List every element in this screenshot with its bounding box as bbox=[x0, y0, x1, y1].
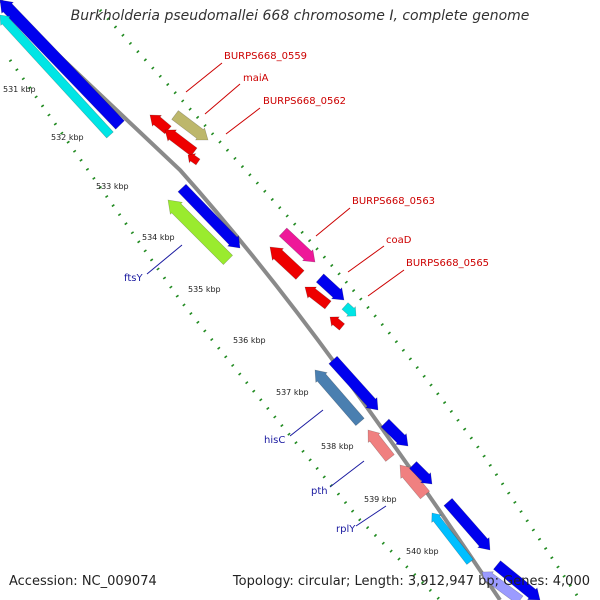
gene-arrow[interactable] bbox=[269, 246, 305, 280]
gene-label[interactable]: coaD bbox=[386, 235, 412, 246]
gene-features bbox=[0, 0, 541, 600]
gene-label[interactable]: rplY bbox=[336, 524, 356, 535]
gene-arrow[interactable] bbox=[329, 316, 346, 331]
label-leader-line bbox=[367, 269, 405, 297]
kbp-tick-label: 531 kbp bbox=[3, 85, 36, 94]
gene-label[interactable]: hisC bbox=[264, 435, 285, 446]
kbp-tick-label: 540 kbp bbox=[406, 547, 439, 556]
tick-dot-tracks bbox=[8, 8, 582, 600]
label-leader-line bbox=[185, 62, 223, 93]
gene-arrow[interactable] bbox=[0, 0, 125, 130]
kbp-tick-label: 539 kbp bbox=[364, 495, 397, 504]
kbp-tick-label: 536 kbp bbox=[233, 336, 266, 345]
gene-arrow[interactable] bbox=[443, 497, 491, 551]
gene-arrow[interactable] bbox=[187, 153, 201, 166]
gene-label[interactable]: BURPS668_0562 bbox=[263, 96, 346, 107]
gene-arrow[interactable] bbox=[341, 302, 357, 317]
accession-text: Accession: NC_009074 bbox=[9, 574, 157, 589]
gene-arrow[interactable] bbox=[315, 273, 345, 301]
kbp-tick-labels: 531 kbp 532 kbp 533 kbp 534 kbp 535 kbp 536 k… bbox=[3, 85, 439, 556]
gene-label[interactable]: pth bbox=[311, 486, 328, 497]
gene-label[interactable]: BURPS668_0565 bbox=[406, 258, 489, 269]
kbp-tick-label: 538 kbp bbox=[321, 442, 354, 451]
gene-arrow[interactable] bbox=[367, 429, 395, 462]
topology-text: Topology: circular; Length: 3,912,947 bp… bbox=[232, 574, 590, 589]
gene-labels: BURPS668_0559 maiA BURPS668_0562BURPS668_0… bbox=[124, 51, 489, 535]
label-leader-line bbox=[315, 207, 351, 237]
gene-label[interactable]: ftsY bbox=[124, 273, 143, 284]
gene-arrow[interactable] bbox=[380, 418, 409, 447]
label-leader-line bbox=[289, 409, 324, 437]
gene-arrow[interactable] bbox=[304, 286, 332, 310]
tick-dot-track bbox=[98, 8, 582, 600]
map-title: Burkholderia pseudomallei 668 chromosome… bbox=[70, 8, 530, 24]
gene-arrow[interactable] bbox=[399, 464, 431, 500]
gene-label[interactable]: BURPS668_0559 bbox=[224, 51, 307, 62]
gene-arrow[interactable] bbox=[431, 512, 474, 565]
gene-arrow[interactable] bbox=[481, 571, 524, 600]
kbp-tick-label: 537 kbp bbox=[276, 388, 309, 397]
gene-arrow[interactable] bbox=[314, 369, 365, 427]
gene-arrow[interactable] bbox=[167, 199, 234, 266]
kbp-tick-label: 535 kbp bbox=[188, 285, 221, 294]
gene-arrow[interactable] bbox=[328, 355, 379, 411]
label-leader-line bbox=[204, 83, 241, 115]
kbp-tick-label: 532 kbp bbox=[51, 133, 84, 142]
gene-arrow[interactable] bbox=[278, 227, 316, 263]
gene-arrow[interactable] bbox=[171, 110, 209, 141]
gene-arrow[interactable] bbox=[493, 560, 541, 600]
gene-label[interactable]: maiA bbox=[243, 73, 269, 84]
label-leader-line bbox=[355, 505, 387, 527]
gene-arrow[interactable] bbox=[149, 114, 172, 135]
label-leader-line bbox=[329, 460, 365, 488]
gene-arrow[interactable] bbox=[164, 129, 198, 157]
gene-arrow[interactable] bbox=[0, 14, 114, 139]
kbp-tick-label: 533 kbp bbox=[96, 182, 129, 191]
gene-arrow[interactable] bbox=[177, 183, 241, 249]
label-leader-line bbox=[146, 244, 183, 275]
kbp-tick-label: 534 kbp bbox=[142, 233, 175, 242]
gene-arrow[interactable] bbox=[409, 461, 433, 485]
gene-label[interactable]: BURPS668_0563 bbox=[352, 196, 435, 207]
label-leader-line bbox=[225, 107, 261, 135]
label-leader-line bbox=[347, 245, 385, 273]
